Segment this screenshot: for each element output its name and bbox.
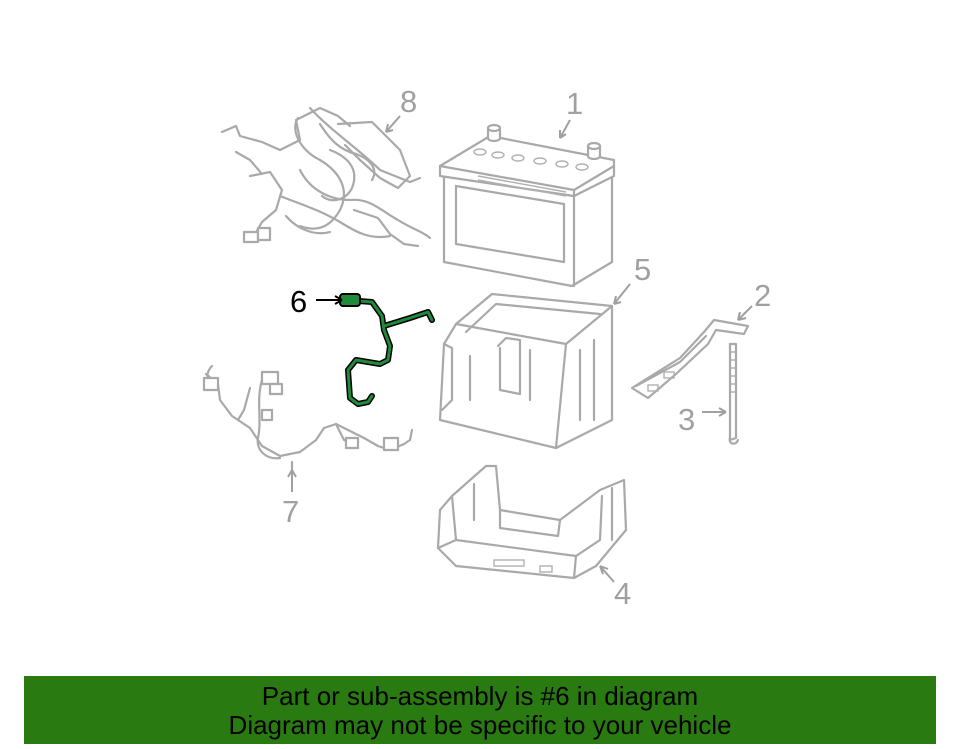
banner-line-1: Part or sub-assembly is #6 in diagram — [261, 681, 699, 711]
upper-wiring-harness[interactable] — [220, 106, 432, 248]
callout-5: 5 — [634, 252, 651, 287]
lower-wiring-harness[interactable] — [202, 364, 414, 474]
callout-1: 1 — [566, 86, 583, 121]
callout-7: 7 — [282, 494, 299, 529]
callout-6: 6 — [290, 284, 307, 319]
battery[interactable] — [438, 123, 616, 288]
callout-8: 8 — [400, 84, 417, 119]
callout-3: 3 — [678, 402, 695, 437]
hold-down-bracket[interactable] — [630, 318, 750, 400]
battery-box[interactable] — [438, 292, 614, 450]
callout-4: 4 — [614, 576, 631, 611]
hold-down-rod[interactable] — [728, 342, 740, 445]
callout-2: 2 — [754, 278, 771, 313]
info-banner: Part or sub-assembly is #6 in diagram Di… — [24, 676, 936, 744]
banner-line-2: Diagram may not be specific to your vehi… — [228, 710, 732, 740]
battery-cable[interactable] — [339, 293, 435, 407]
callout-numbers: 1 2 3 4 5 6 7 8 — [282, 84, 771, 611]
parts-diagram: 1 2 3 4 5 6 7 8 — [202, 84, 771, 611]
callout-arrows — [287, 115, 753, 583]
battery-tray[interactable] — [436, 464, 628, 580]
